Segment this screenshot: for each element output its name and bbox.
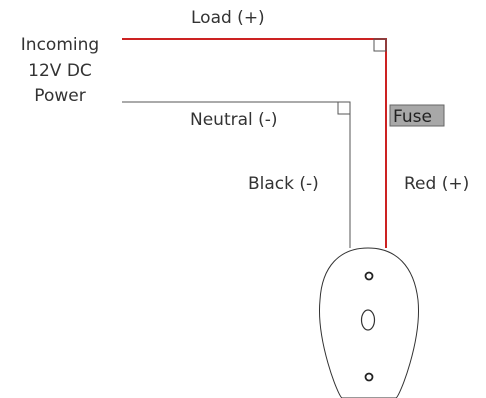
incoming-label-line1: Incoming [21,35,99,55]
incoming-label-line3: Power [34,86,85,106]
load-label: Load (+) [191,8,265,28]
bottom-screw-icon [364,372,374,382]
neutral-corner-marker [337,101,351,115]
center-slot-icon [360,309,376,331]
fuse-box [389,104,445,127]
load-corner-marker [373,38,387,52]
red-label: Red (+) [404,174,469,194]
neutral-label: Neutral (-) [190,110,278,130]
incoming-label-line2: 12V DC [28,61,92,81]
top-screw-icon [364,271,374,281]
black-label: Black (-) [248,174,319,194]
load-wire [122,38,387,248]
device-housing [319,247,419,398]
fuse-label: Fuse [393,107,432,127]
